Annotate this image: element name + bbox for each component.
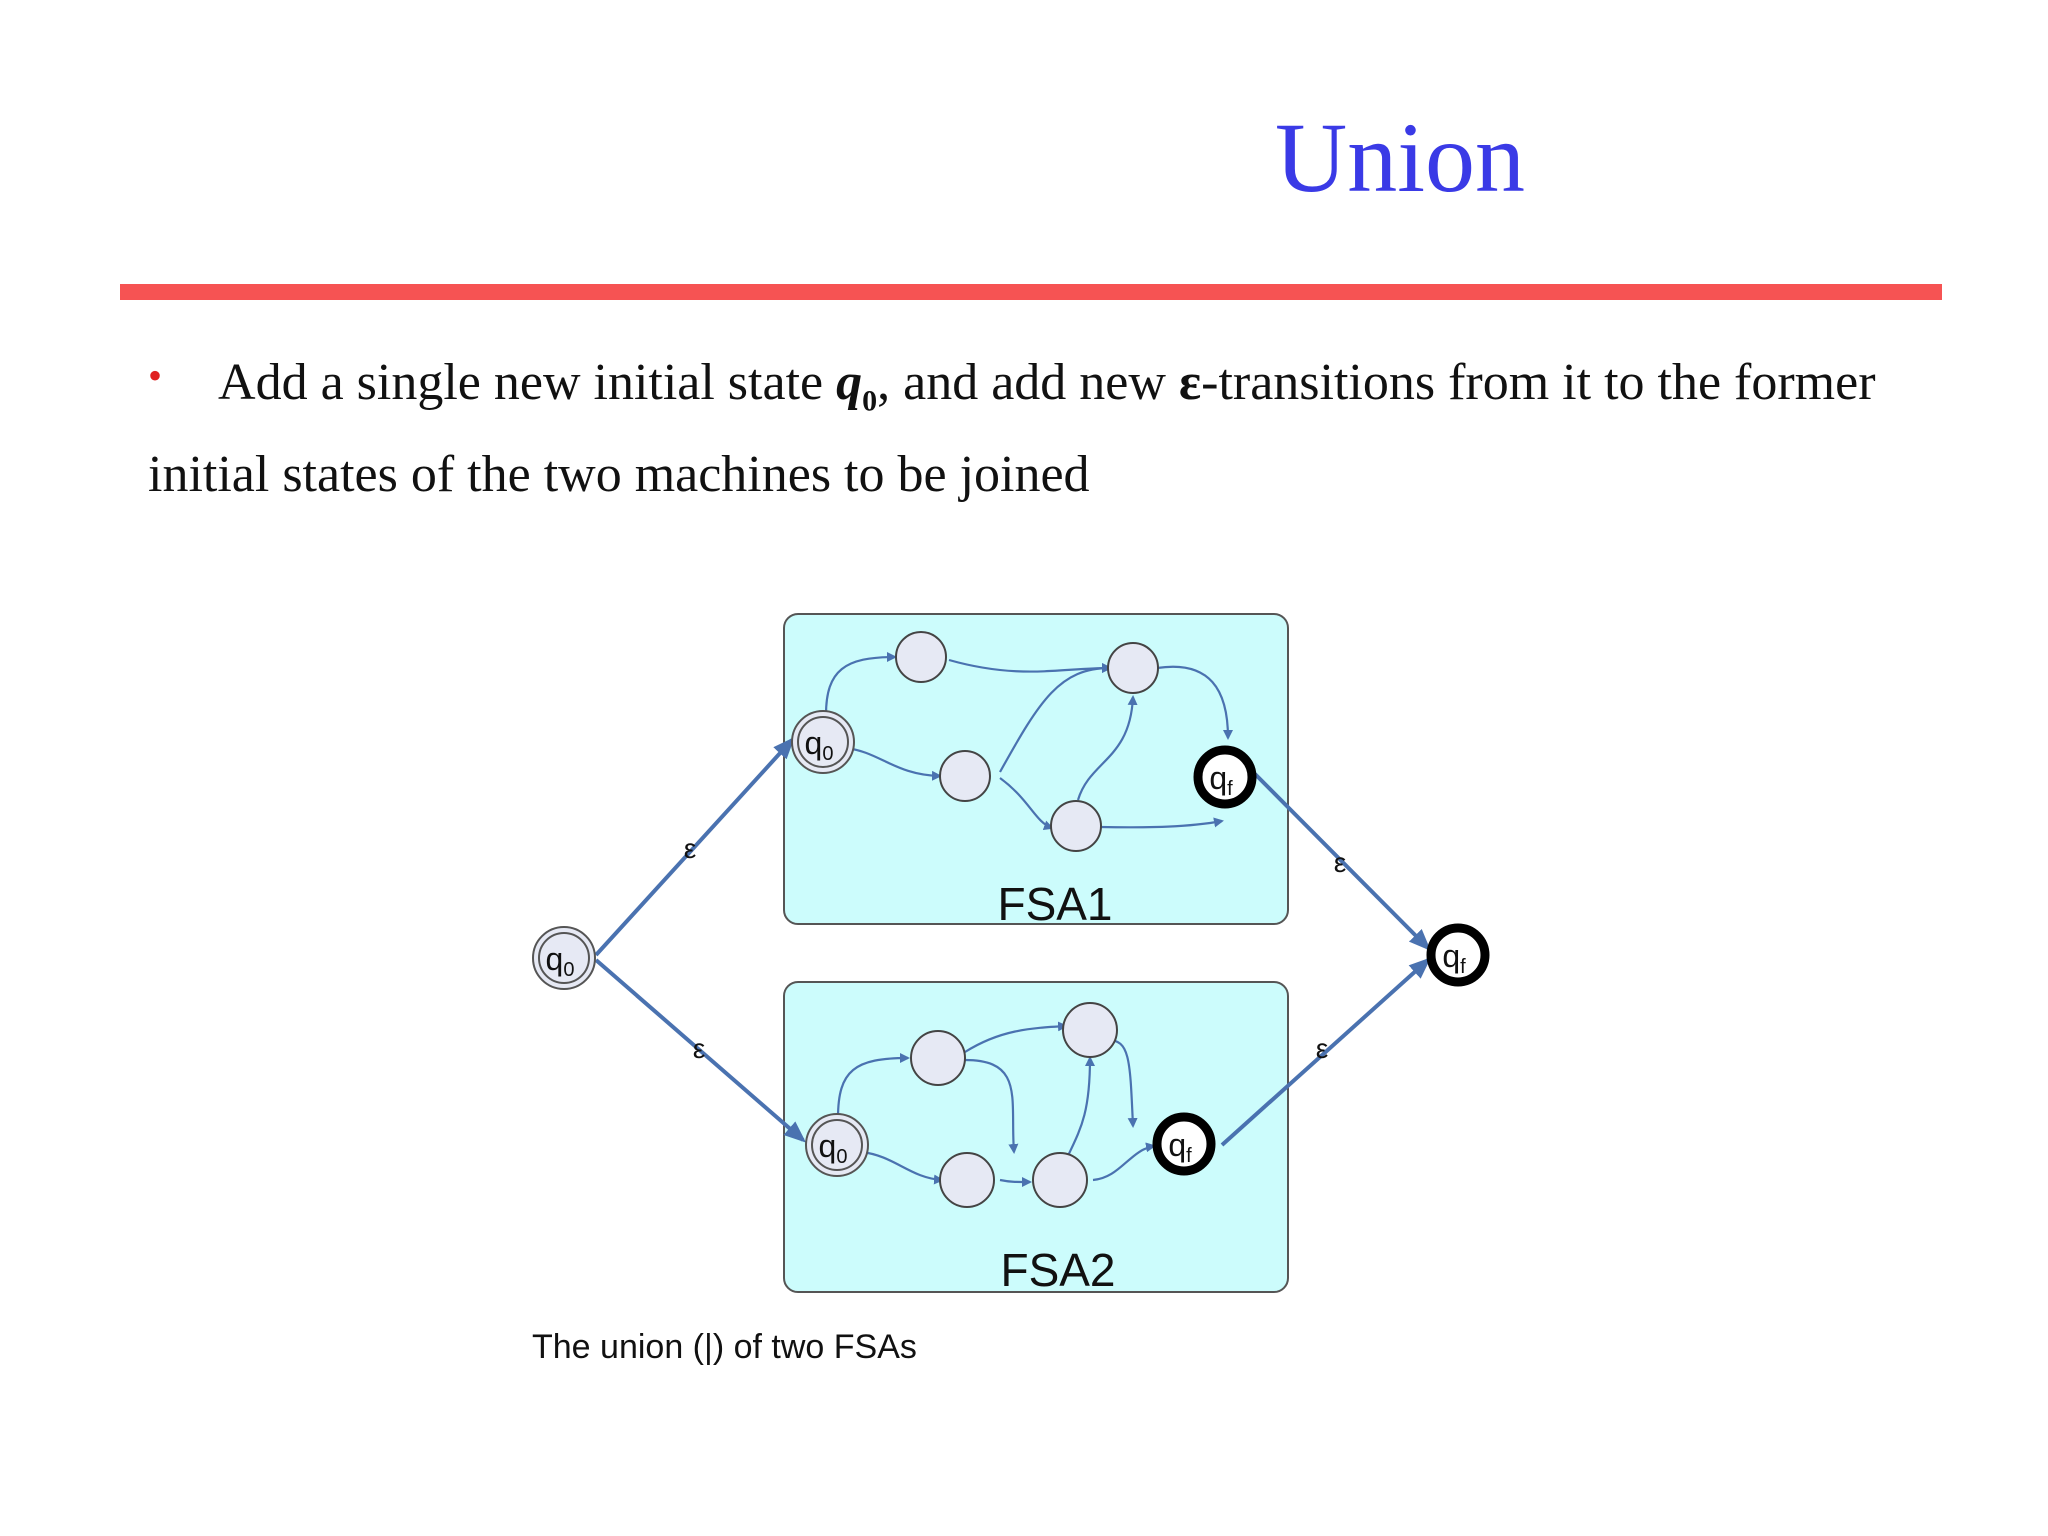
bullet-text-part2: , and add new (877, 354, 1179, 411)
fsa2-state (939, 1152, 995, 1208)
fsa1-final-sub: f (1227, 778, 1233, 800)
bullet-q0-sub: 0 (862, 384, 878, 418)
fsa2-final-state: qf (1152, 1112, 1216, 1176)
start-state-sub: 0 (563, 959, 574, 981)
bullet-epsilon: ε (1178, 354, 1202, 411)
svg-text:qf: qf (1209, 760, 1233, 800)
epsilon-label-4: ε (1316, 1033, 1328, 1064)
fsa1-state (1050, 800, 1102, 852)
fsa1-start-state: q0 (791, 710, 855, 774)
new-start-state: q0 (532, 926, 596, 990)
fsa1-state (895, 631, 947, 683)
bullet-point: • Add a single new initial state q0, and … (148, 346, 1928, 512)
bullet-text-part3: -transitions from it to the former initi… (148, 354, 1876, 504)
epsilon-label-3: ε (1334, 847, 1346, 878)
fsa1-edges (824, 652, 1233, 831)
fsa1-label: FSA1 (997, 878, 1112, 930)
final-state-sub: f (1460, 956, 1466, 978)
final-state-var: q (1442, 938, 1460, 974)
fsa1-start-sub: 0 (822, 743, 833, 765)
fsa2-state (910, 1030, 966, 1086)
fsa2-states (910, 1002, 1118, 1208)
svg-text:q0: q0 (819, 1128, 848, 1168)
fsa2-final-var: q (1168, 1127, 1186, 1163)
fsa2-start-state: q0 (805, 1113, 869, 1177)
epsilon-label-2: ε (693, 1033, 705, 1064)
svg-text:q0: q0 (805, 725, 834, 765)
fsa2-start-var: q (819, 1128, 837, 1164)
fsa1-box (783, 613, 1289, 925)
fsa1-state (939, 750, 991, 802)
svg-text:qf: qf (1168, 1127, 1192, 1167)
fsa1-final-var: q (1209, 760, 1227, 796)
epsilon-label-1: ε (684, 833, 696, 864)
bullet-icon: • (148, 353, 163, 398)
fsa2-state (1032, 1152, 1088, 1208)
bullet-q0-var: q (836, 354, 863, 411)
fsa1-final-state: qf (1193, 745, 1257, 809)
fsa1-start-var: q (805, 725, 823, 761)
fsa2-final-sub: f (1186, 1145, 1192, 1167)
svg-text:q0: q0 (546, 941, 575, 981)
epsilon-edges (594, 737, 1431, 1147)
fsa1-states (895, 631, 1159, 852)
svg-text:qf: qf (1442, 938, 1466, 978)
fsa2-start-sub: 0 (836, 1146, 847, 1168)
new-final-state: qf (1426, 923, 1490, 987)
fsa2-state (1062, 1002, 1118, 1058)
start-state-var: q (546, 941, 564, 977)
fsa2-label: FSA2 (1000, 1244, 1115, 1296)
title-divider (120, 284, 1942, 300)
bullet-text-part1: Add a single new initial state (218, 354, 837, 411)
fsa1-state (1107, 642, 1159, 694)
diagram-caption: The union (|) of two FSAs (532, 1328, 917, 1366)
slide-title: Union (1275, 102, 1525, 213)
